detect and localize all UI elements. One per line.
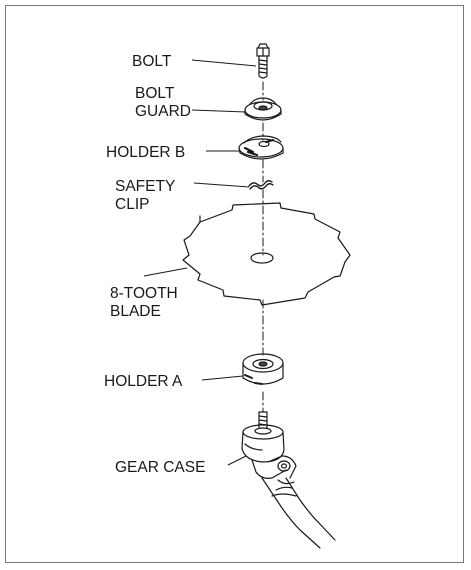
blade-label-line1: 8-TOOTH [110,285,178,302]
bolt-guard-label-line2: GUARD [135,103,191,120]
safety-clip-part [248,180,274,190]
blade-label-line2: BLADE [110,303,161,320]
safety-clip-leader [193,182,250,188]
holder-a-label: HOLDER A [104,373,183,390]
diagram-frame [5,5,464,563]
bolt-leader [191,59,257,67]
gear-case-label: GEAR CASE [115,459,205,476]
bolt-guard-leader [191,109,247,113]
bolt-guard-part [244,97,282,121]
holder-a-leader [201,375,244,381]
safety-clip-label-line1: SAFETY [115,178,175,195]
bolt-guard-label-line1: BOLT [135,85,175,102]
gear-case-part [241,411,336,549]
gear-case-leader [227,455,247,466]
holder-b-part [238,135,284,160]
bolt-label: BOLT [132,53,172,70]
eight-tooth-blade-part [182,202,351,306]
holder-a-part [242,353,284,385]
blade-leader [143,267,188,277]
safety-clip-label-line2: CLIP [115,196,149,213]
bolt-part [256,43,270,79]
holder-b-label: HOLDER B [106,144,185,161]
leader-lines [143,59,257,466]
